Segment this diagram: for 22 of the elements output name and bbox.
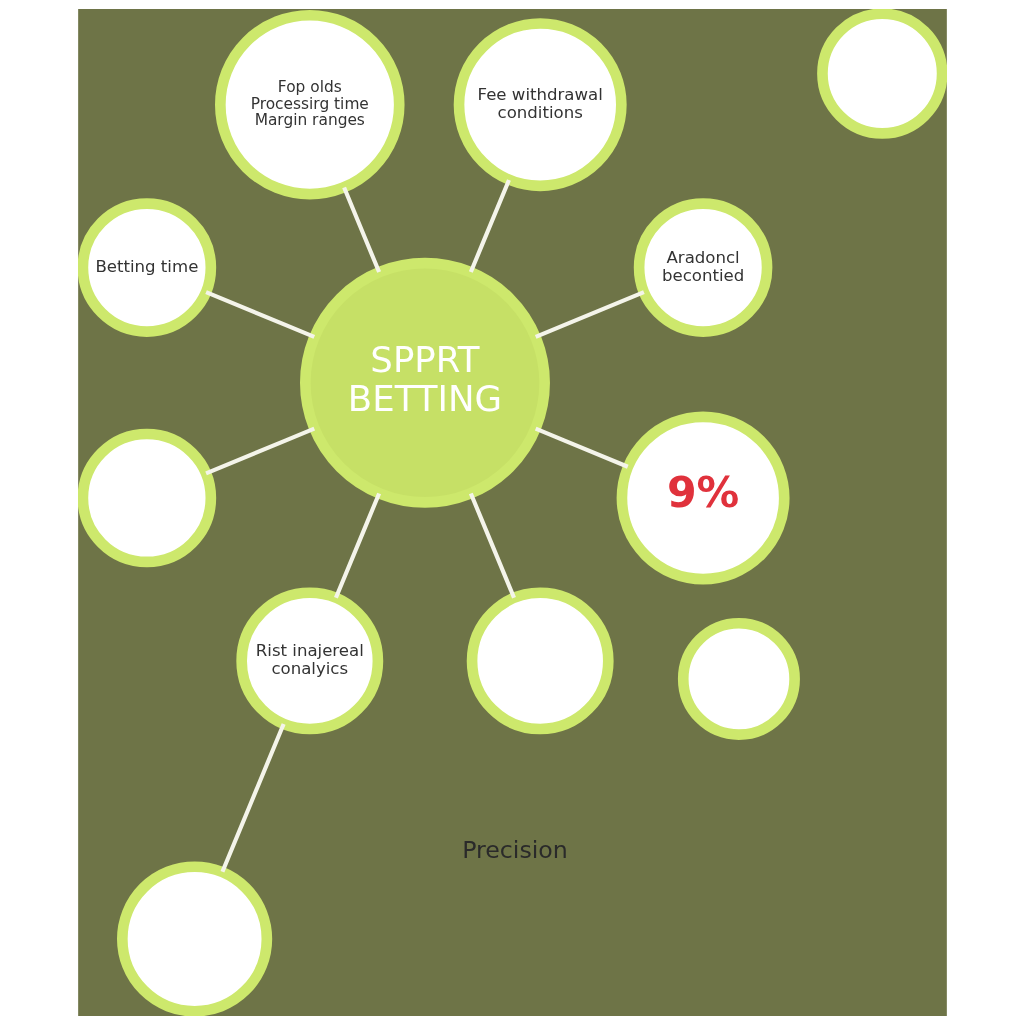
connector — [534, 289, 645, 339]
node-circle — [77, 428, 216, 567]
connector — [534, 426, 629, 469]
node-circle: Fee withdrawal conditions — [453, 17, 627, 191]
connector — [220, 722, 286, 873]
connector — [468, 178, 511, 273]
connector — [333, 492, 381, 599]
node-circle — [116, 860, 272, 1016]
node-circle: SPPRT BETTING — [299, 257, 550, 508]
connector — [204, 289, 315, 339]
node-circle — [677, 617, 800, 740]
node-circle — [816, 8, 947, 139]
node-circle: Aradoncl becontied — [633, 197, 772, 337]
node-circle: 9% — [616, 411, 790, 584]
connector — [468, 492, 516, 599]
node-circle: Betting time — [77, 197, 216, 337]
node-circle — [466, 586, 614, 734]
label: Precision — [461, 835, 568, 864]
node-circle: Fop olds Processirg time Margin ranges — [214, 9, 405, 199]
connector — [341, 186, 381, 273]
connector — [204, 426, 315, 475]
node-circle: Rist inajereal conalyics — [235, 586, 383, 734]
